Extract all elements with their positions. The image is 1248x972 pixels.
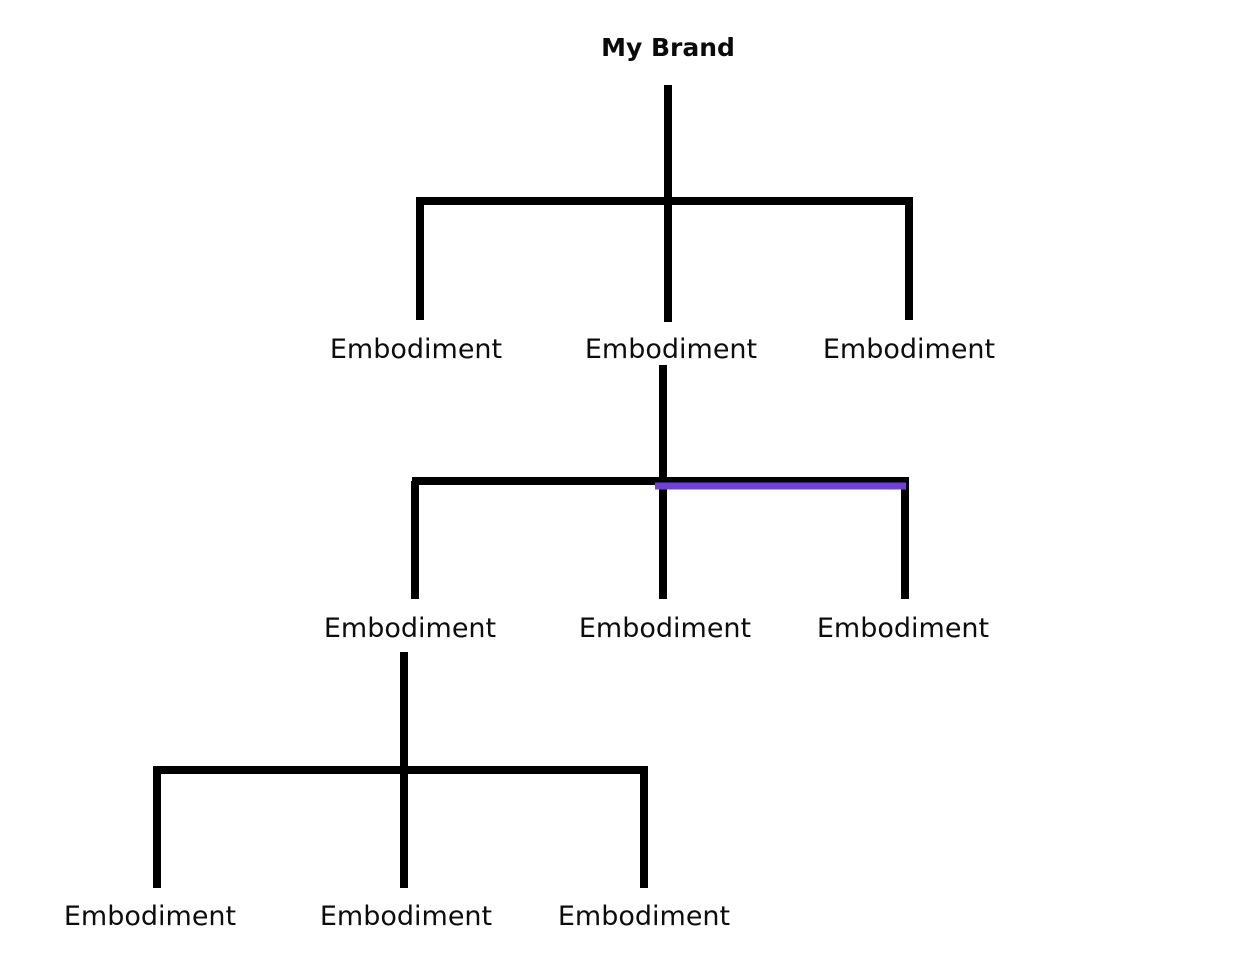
node-level4-left[interactable]: Embodiment	[64, 901, 236, 932]
node-level4-center[interactable]: Embodiment	[320, 901, 492, 932]
node-level2-left[interactable]: Embodiment	[330, 334, 502, 365]
node-level2-center[interactable]: Embodiment	[585, 334, 757, 365]
node-level2-right[interactable]: Embodiment	[823, 334, 995, 365]
node-level3-right[interactable]: Embodiment	[817, 613, 989, 644]
node-level4-right[interactable]: Embodiment	[558, 901, 730, 932]
node-level3-left[interactable]: Embodiment	[324, 613, 496, 644]
node-root-my-brand[interactable]: My Brand	[601, 33, 735, 62]
node-level3-center[interactable]: Embodiment	[579, 613, 751, 644]
